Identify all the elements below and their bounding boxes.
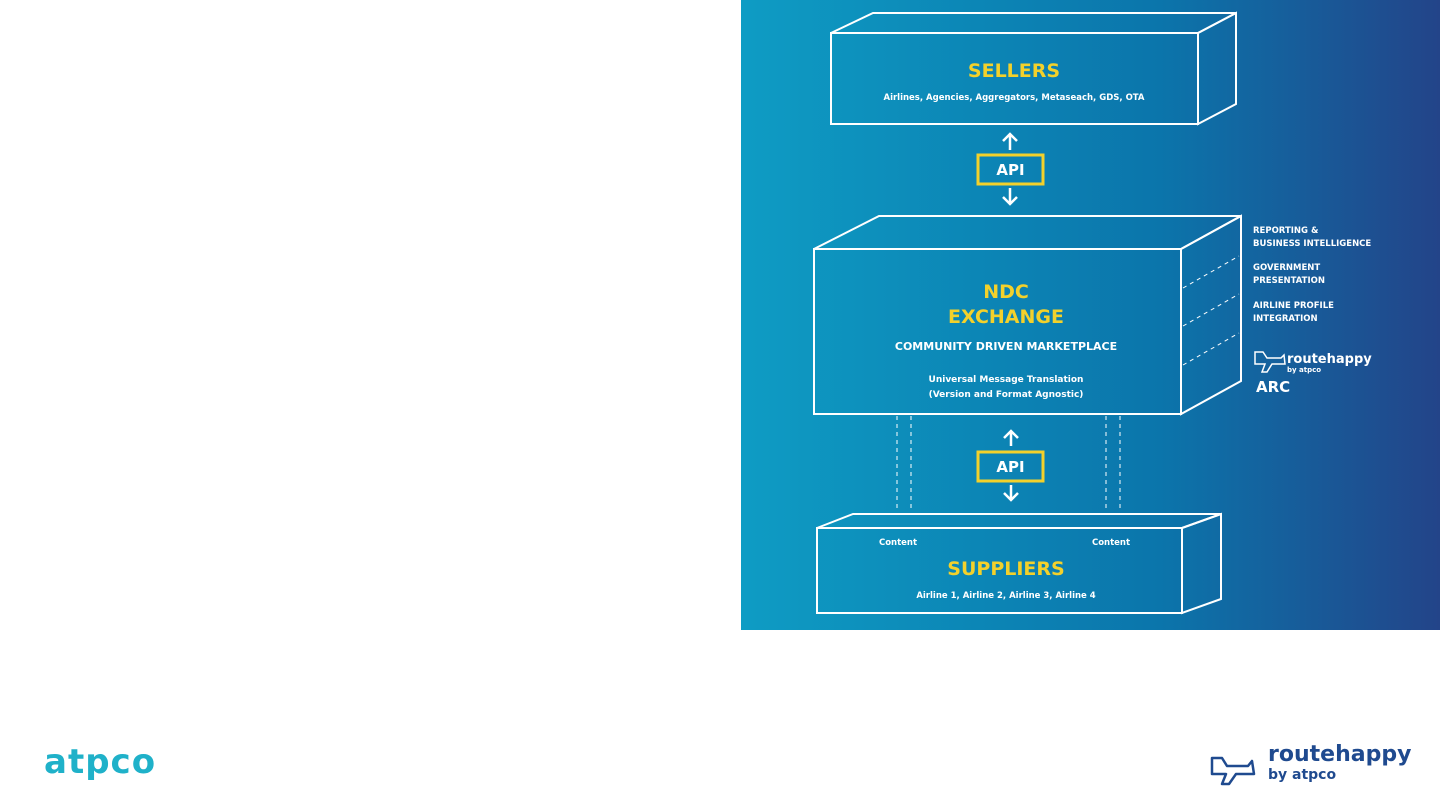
side-label-airline-profile-line2: INTEGRATION [1253,314,1318,324]
suppliers-subtitle: Airline 1, Airline 2, Airline 3, Airline… [916,591,1095,601]
supplier-content-left: Content [879,538,917,548]
arc-logo: ARC [1256,378,1290,396]
side-label-reporting-line2: BUSINESS INTELLIGENCE [1253,239,1371,249]
exchange-note-line2: (Version and Format Agnostic) [929,390,1084,400]
diagram-background [741,0,1440,630]
api-connector-bottom: API [976,429,1045,502]
suppliers-box: Content Content SUPPLIERS Airline 1, Air… [816,512,1222,615]
content-dashed-connectors [896,416,1121,512]
side-labels: REPORTING & BUSINESS INTELLIGENCE GOVERN… [1253,226,1371,324]
supplier-content-right: Content [1092,538,1130,548]
exchange-title-line1: NDC [983,281,1029,303]
exchange-box: NDC EXCHANGE COMMUNITY DRIVEN MARKETPLAC… [813,214,1242,416]
sellers-title: SELLERS [968,60,1060,82]
side-label-government-line1: GOVERNMENT [1253,263,1320,273]
side-label-government-line2: PRESENTATION [1253,276,1325,286]
api-label-bottom: API [996,458,1024,476]
exchange-subtitle: COMMUNITY DRIVEN MARKETPLACE [895,340,1117,353]
ndc-exchange-diagram: SELLERS Airlines, Agencies, Aggregators,… [741,0,1440,630]
suppliers-title: SUPPLIERS [947,558,1064,580]
partner-logo-name: routehappy [1287,352,1372,367]
side-label-reporting-line1: REPORTING & [1253,226,1319,236]
sellers-box: SELLERS Airlines, Agencies, Aggregators,… [830,11,1237,126]
api-label-top: API [996,161,1024,179]
routehappy-logo: routehappy by atpco [1210,742,1412,792]
side-label-airline-profile-line1: AIRLINE PROFILE [1253,301,1334,311]
plane-icon [1210,756,1256,786]
routehappy-partner-logo: routehappy by atpco [1254,351,1372,374]
routehappy-logo-name: routehappy [1268,742,1412,767]
sellers-subtitle: Airlines, Agencies, Aggregators, Metasea… [883,93,1144,103]
partner-logo-by: by atpco [1287,366,1321,374]
plane-icon [1254,351,1286,373]
exchange-note-line1: Universal Message Translation [929,375,1084,385]
api-connector-top: API [976,132,1045,206]
exchange-title-line2: EXCHANGE [948,306,1064,328]
atpco-logo: atpco [44,742,157,782]
routehappy-logo-by: by atpco [1268,767,1337,783]
